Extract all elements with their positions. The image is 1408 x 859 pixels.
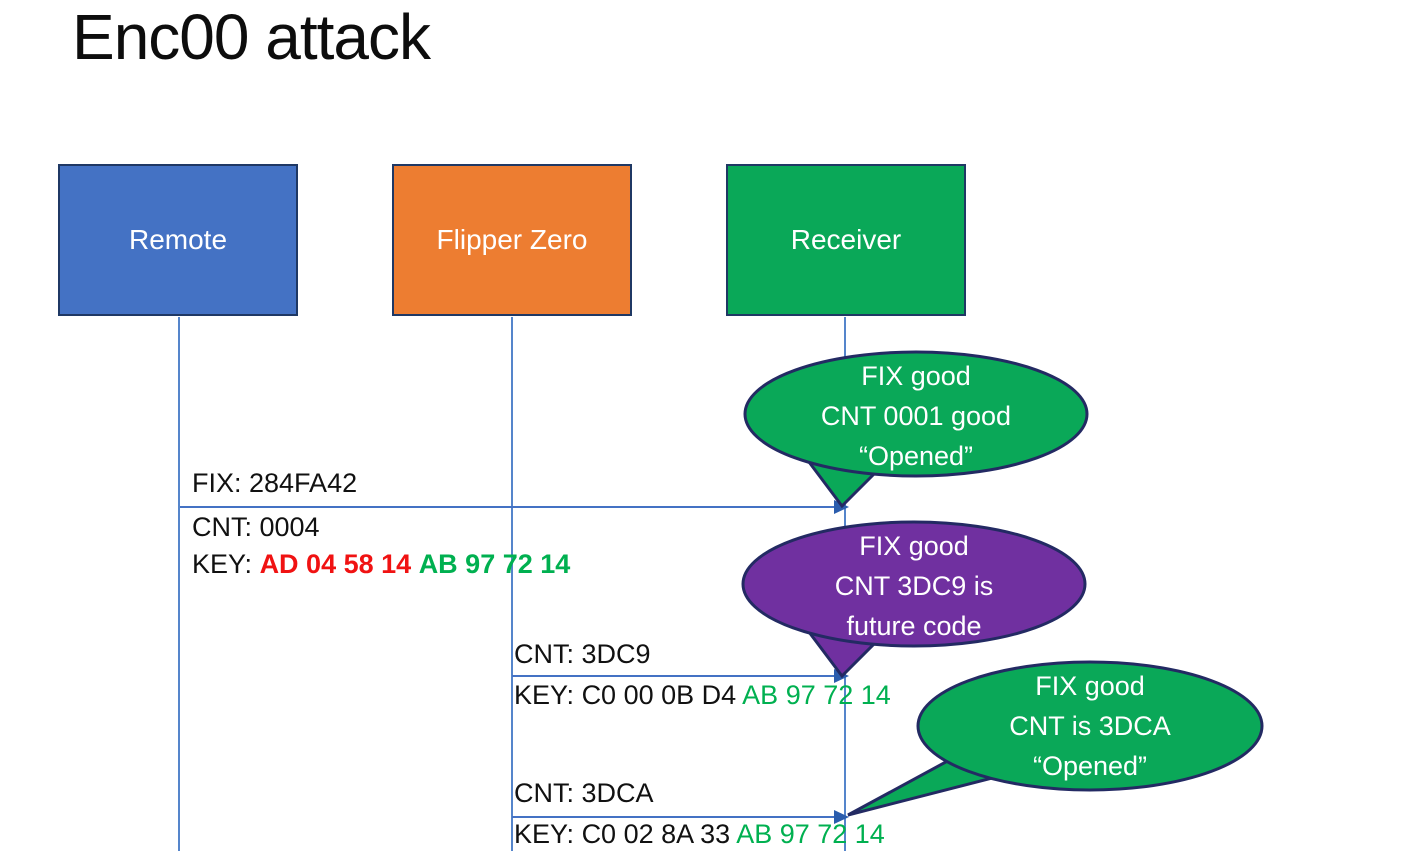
message-2-key-plain-bytes: C0 00 0B D4 [581, 680, 737, 710]
lifeline-remote [178, 317, 180, 851]
message-3-arrowhead-icon [834, 810, 849, 824]
message-2-key-green-bytes: AB 97 72 14 [742, 680, 891, 710]
callout-2-line-1: FIX good [859, 531, 969, 561]
message-3-key-plain-bytes: C0 02 8A 33 [581, 819, 731, 849]
callout-1-line-2: CNT 0001 good [820, 401, 1012, 431]
callout-3-line-3: “Opened” [1032, 751, 1148, 781]
message-3-key-green-bytes: AB 97 72 14 [736, 819, 885, 849]
message-1-key-line: KEY: AD 04 58 14 AB 97 72 14 [192, 549, 570, 580]
callout-2-bubble [741, 520, 1087, 679]
callout-2-line-3: future code [846, 611, 982, 641]
message-1-key-red-bytes: AD 04 58 14 [259, 549, 412, 579]
actor-label-remote: Remote [128, 224, 228, 255]
message-2-key-label: KEY: [514, 680, 575, 710]
callout-2-text: FIX good CNT 3DC9 is future code [734, 526, 1094, 646]
callout-1-line-1: FIX good [861, 361, 971, 391]
message-2-cnt-line: CNT: 3DC9 [514, 639, 651, 669]
message-3-key-label: KEY: [514, 819, 575, 849]
callout-2-line-2: CNT 3DC9 is [834, 571, 994, 601]
actor-box-remote: Remote [58, 164, 298, 316]
callout-1-text: FIX good CNT 0001 good “Opened” [736, 356, 1096, 476]
actor-box-flipper: Flipper Zero [392, 164, 632, 316]
callout-1-line-3: “Opened” [858, 441, 974, 471]
callout-1-ellipse-fill [749, 356, 1083, 472]
lifeline-flipper [511, 317, 513, 851]
callout-3-bubble [847, 660, 1264, 817]
callout-3-line-2: CNT is 3DCA [1009, 711, 1171, 741]
actor-label-receiver: Receiver [790, 224, 902, 255]
callout-3-ellipse-fill [922, 666, 1258, 786]
callout-3-text: FIX good CNT is 3DCA “Opened” [910, 666, 1270, 786]
message-1-cnt-line: CNT: 0004 [192, 512, 320, 542]
callout-3-line-1: FIX good [1035, 671, 1145, 701]
callout-1-bubble [743, 350, 1089, 509]
callout-2-ellipse-fill [747, 526, 1081, 642]
message-3-key-line: KEY: C0 02 8A 33 AB 97 72 14 [514, 819, 885, 850]
actor-box-receiver: Receiver [726, 164, 966, 316]
message-1-key-label: KEY: [192, 549, 253, 579]
message-1-fix-line: FIX: 284FA42 [192, 468, 358, 498]
message-1-key-green-bytes: AB 97 72 14 [418, 549, 571, 579]
message-2-key-line: KEY: C0 00 0B D4 AB 97 72 14 [514, 680, 891, 711]
page-title: Enc00 attack [72, 1, 431, 73]
actor-label-flipper: Flipper Zero [436, 224, 588, 255]
message-3-cnt-line: CNT: 3DCA [514, 778, 654, 808]
